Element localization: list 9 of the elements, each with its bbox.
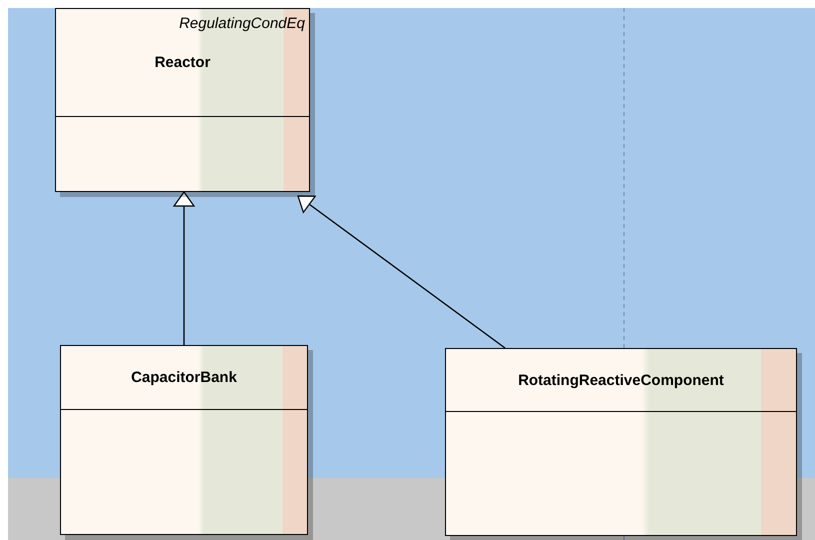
class-name: Reactor	[154, 54, 210, 71]
class-box	[445, 348, 797, 536]
generalization-arrow	[173, 191, 195, 345]
generalization-arrow	[297, 195, 506, 349]
class-box	[60, 345, 308, 535]
stereotype-label: RegulatingCondEq	[179, 15, 305, 32]
class-name: RotatingReactiveComponent	[518, 372, 724, 388]
class-name: CapacitorBank	[131, 369, 237, 386]
class-box	[55, 8, 310, 192]
